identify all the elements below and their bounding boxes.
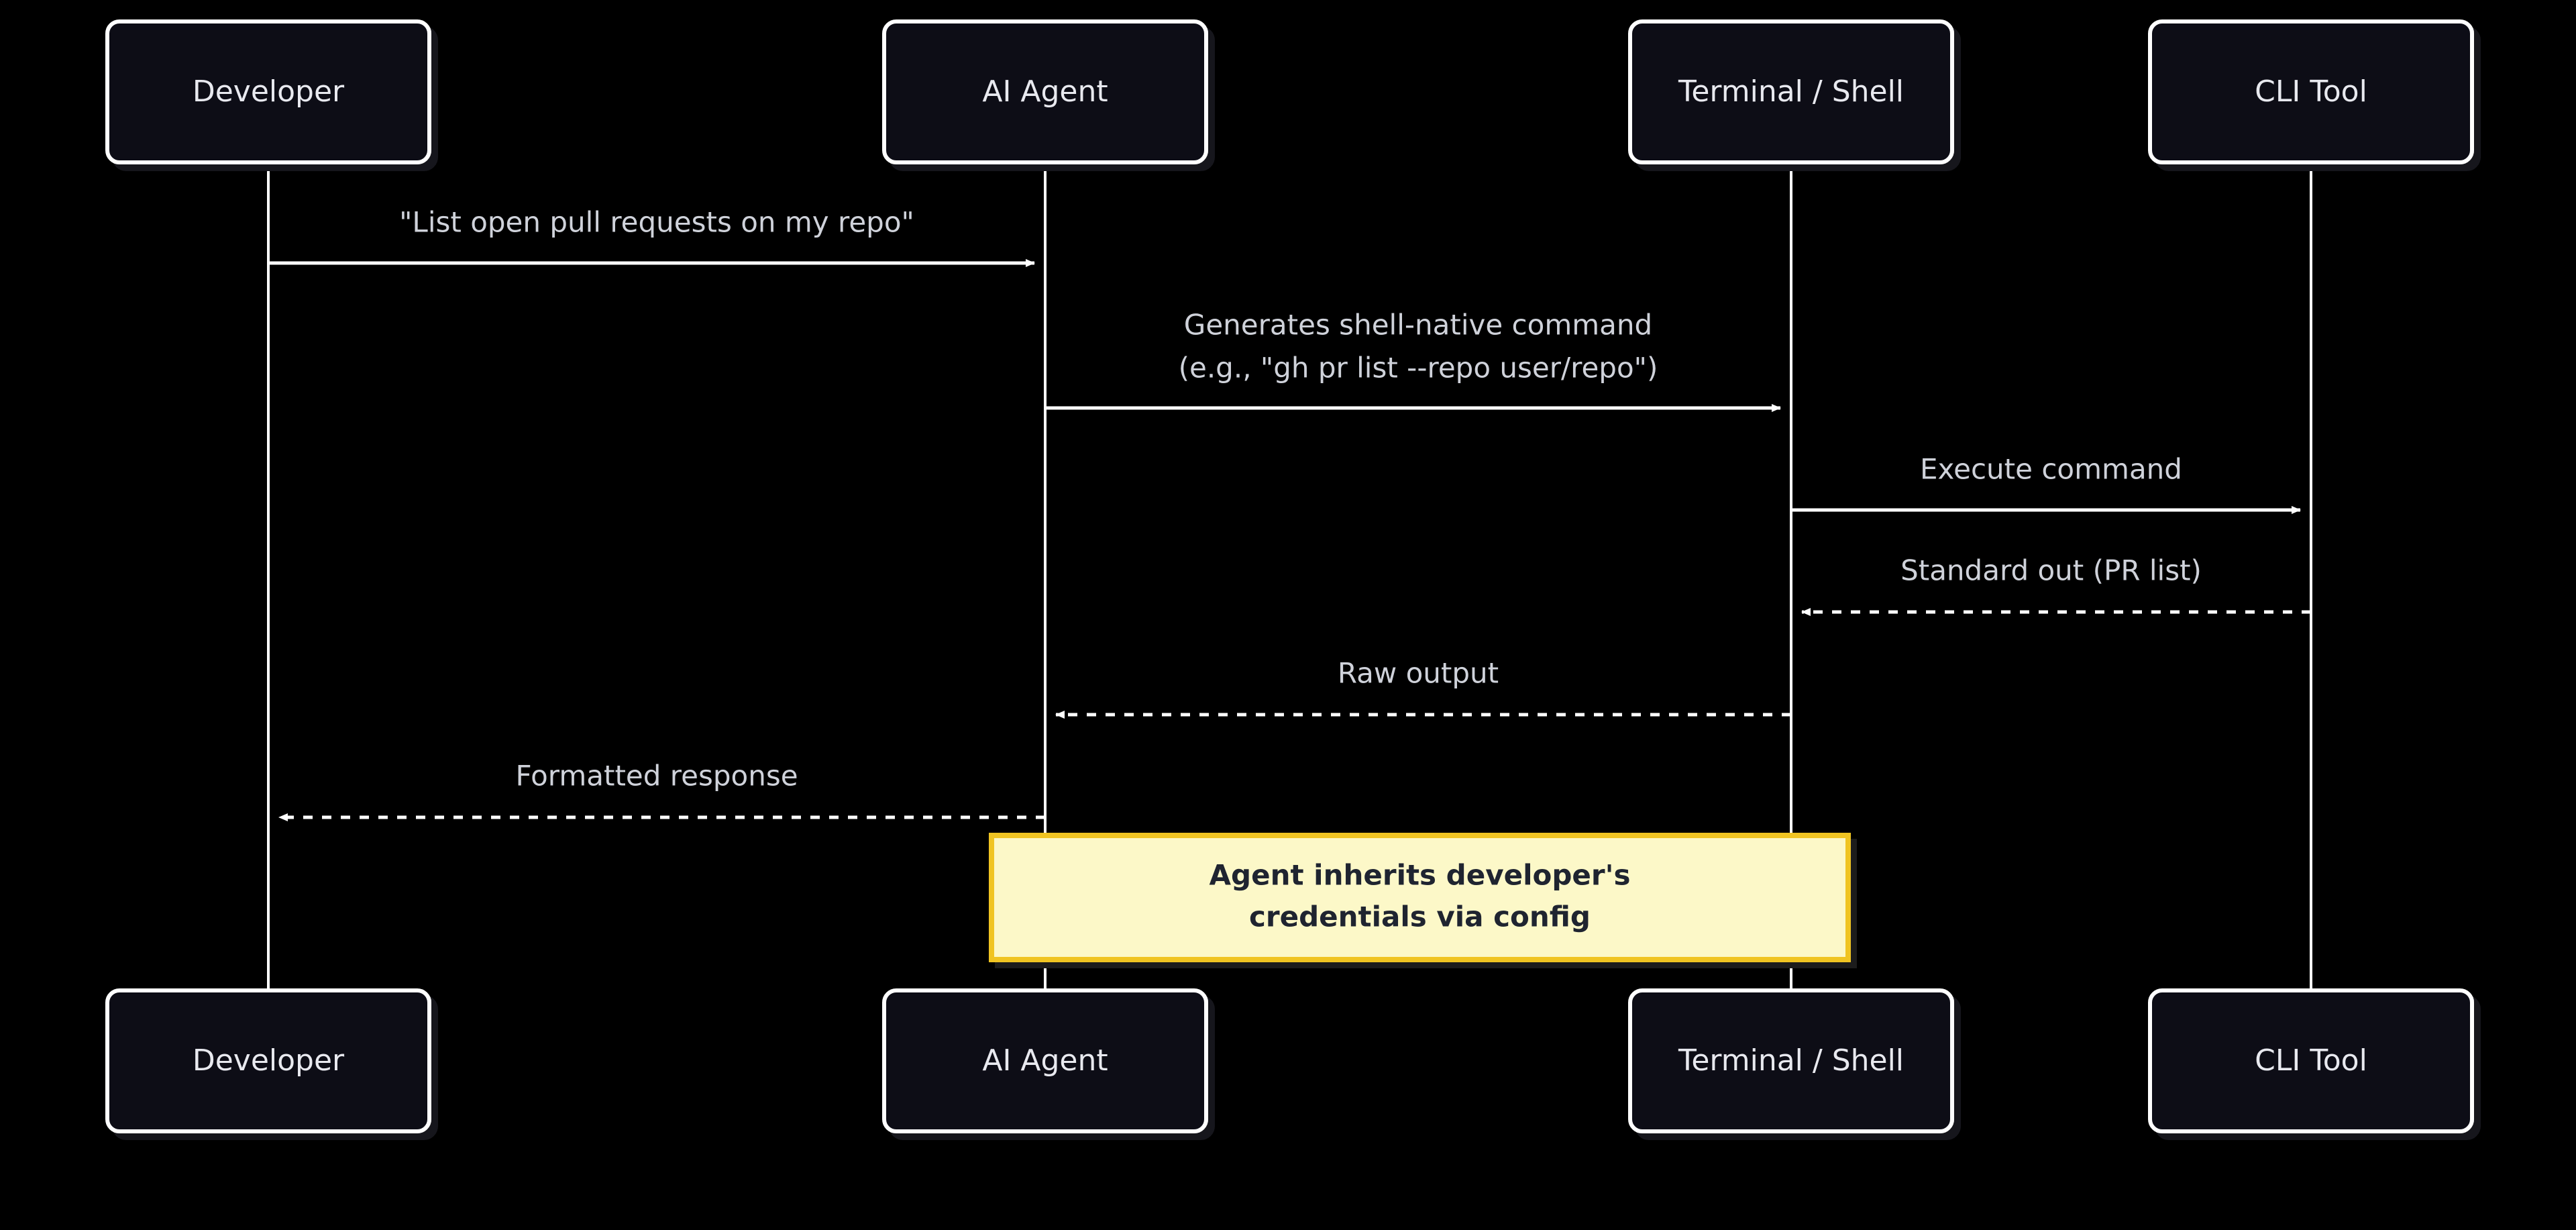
participant-ai-agent-top[interactable]: AI Agent [882,19,1208,164]
participant-label-cli-tool: CLI Tool [2255,1043,2367,1078]
note-credentials: Agent inherits developer's credentials vi… [989,833,1851,962]
participant-terminal-bottom[interactable]: Terminal / Shell [1628,988,1954,1133]
note-credentials-line2: credentials via config [1249,901,1591,933]
participant-developer-top[interactable]: Developer [105,19,431,164]
participant-cli-tool-top[interactable]: CLI Tool [2148,19,2474,164]
msg-raw-output-label: Raw output [1338,657,1499,690]
msg-generates-command-label-line2: (e.g., "gh pr list --repo user/repo") [1179,352,1658,385]
participant-terminal-top[interactable]: Terminal / Shell [1628,19,1954,164]
participant-box-developer [105,19,431,164]
participant-ai-agent-bottom[interactable]: AI Agent [882,988,1208,1133]
participant-label-ai-agent: AI Agent [982,74,1108,109]
msg-generates-command: Generates shell-native command (e.g., "gh… [1045,309,1781,412]
participant-label-developer: Developer [193,74,345,109]
participant-box-ai-agent [882,19,1208,164]
msg-formatted-response: Formatted response [278,760,1045,821]
participant-box-cli-tool [2148,19,2474,164]
participant-box-ai-agent [882,988,1208,1133]
participant-box-terminal [1628,988,1954,1133]
participant-label-developer: Developer [193,1043,345,1078]
msg-generates-command-label-line1: Generates shell-native command [1184,309,1652,342]
notes-group: Agent inherits developer's credentials vi… [989,833,1851,962]
msg-list-open-prs-label: "List open pull requests on my repo" [399,206,914,239]
participant-label-terminal: Terminal / Shell [1678,1043,1904,1078]
participant-label-ai-agent: AI Agent [982,1043,1108,1078]
msg-execute-command: Execute command [1791,453,2301,514]
participant-label-terminal: Terminal / Shell [1678,74,1904,109]
msg-formatted-response-label: Formatted response [515,760,798,792]
participant-box-cli-tool [2148,988,2474,1133]
msg-raw-output: Raw output [1055,657,1791,719]
msg-execute-command-label: Execute command [1920,453,2182,486]
participant-box-developer [105,988,431,1133]
msg-standard-out: Standard out (PR list) [1801,554,2311,616]
participant-label-cli-tool: CLI Tool [2255,74,2367,109]
participant-cli-tool-bottom[interactable]: CLI Tool [2148,988,2474,1133]
participant-box-terminal [1628,19,1954,164]
msg-standard-out-label: Standard out (PR list) [1900,554,2202,587]
participant-developer-bottom[interactable]: Developer [105,988,431,1133]
msg-list-open-prs: "List open pull requests on my repo" [268,206,1035,267]
note-credentials-line1: Agent inherits developer's [1210,859,1631,892]
messages-group: "List open pull requests on my repo" Gene… [268,206,2311,821]
note-credentials-box [989,833,1851,962]
